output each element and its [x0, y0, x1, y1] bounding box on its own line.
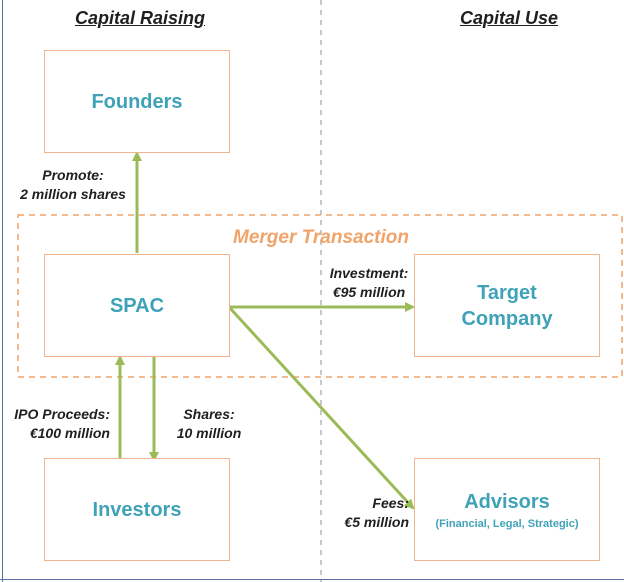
founders-label: Founders — [91, 90, 183, 113]
bottom-border — [0, 579, 624, 580]
founders-box: Founders — [44, 50, 230, 153]
shares-line2: 10 million — [176, 425, 242, 441]
target-company-box: Target Company — [414, 254, 600, 357]
promote-label: Promote: 2 million shares — [8, 166, 138, 204]
target-label-line2: Company — [461, 307, 553, 330]
capital-raising-header: Capital Raising — [75, 8, 206, 28]
advisors-box: Advisors (Financial, Legal, Strategic) — [414, 458, 600, 561]
spac-box: SPAC — [44, 254, 230, 357]
investment-label: Investment: €95 million — [318, 264, 420, 302]
investors-label: Investors — [92, 498, 182, 521]
investment-label-line2: €95 million — [332, 284, 406, 300]
shares-line1: Shares: — [183, 406, 235, 422]
ipo-proceeds-line1: IPO Proceeds: — [14, 406, 110, 422]
arrow-fees — [227, 305, 415, 510]
left-border — [2, 0, 3, 582]
fees-label: Fees: €5 million — [320, 494, 409, 532]
capital-use-header: Capital Use — [460, 8, 559, 28]
ipo-proceeds-label: IPO Proceeds: €100 million — [6, 405, 110, 443]
promote-label-line2: 2 million shares — [20, 186, 126, 202]
advisors-label: Advisors — [464, 491, 550, 513]
investors-box: Investors — [44, 458, 230, 561]
merger-transaction-frame — [17, 214, 623, 378]
fees-line1: Fees: — [372, 495, 409, 511]
shares-label: Shares: 10 million — [166, 405, 252, 443]
target-label-line1: Target — [477, 281, 537, 304]
spac-label: SPAC — [109, 294, 165, 317]
investment-label-line1: Investment: — [329, 265, 409, 281]
fees-line2: €5 million — [344, 514, 409, 530]
ipo-proceeds-line2: €100 million — [29, 425, 110, 441]
advisors-sublabel: (Financial, Legal, Strategic) — [435, 518, 579, 530]
merger-transaction-title: Merger Transaction — [233, 227, 409, 248]
promote-label-line1: Promote: — [42, 167, 104, 183]
